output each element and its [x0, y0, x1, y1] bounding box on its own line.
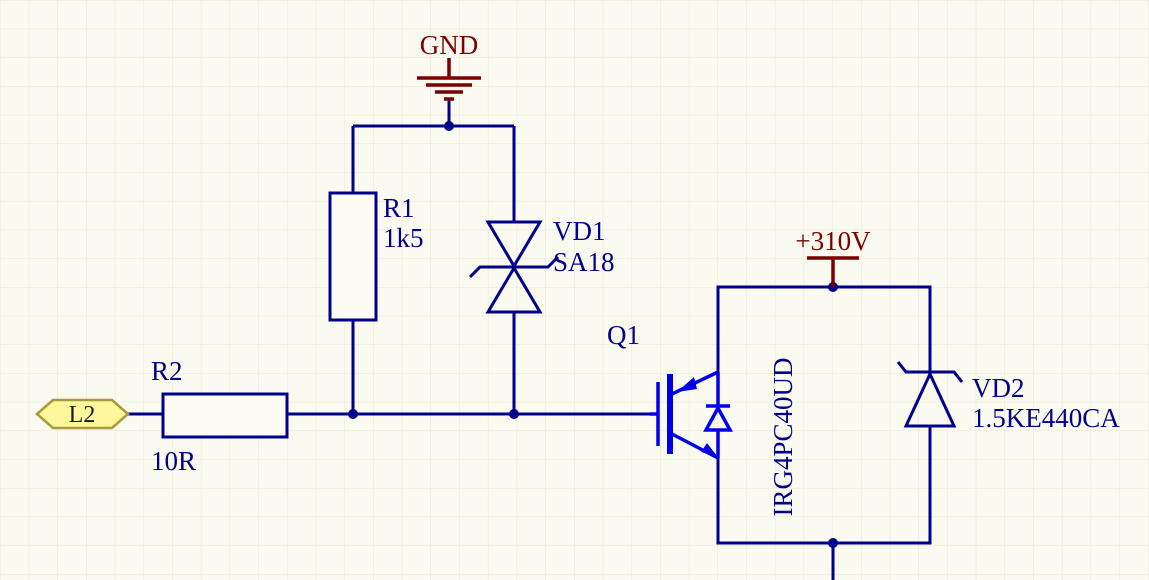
r2-value: 10R	[151, 446, 196, 476]
gnd-power-port[interactable]: GND	[417, 30, 481, 101]
wire-collector-net[interactable]	[716, 285, 932, 372]
resistor-r2[interactable]: R2 10R	[151, 356, 289, 476]
tvs-diode-vd2[interactable]: VD2 1.5KE440CA	[896, 361, 1120, 433]
junction-dot	[444, 121, 454, 131]
igbt-q1[interactable]: Q1 IRG4PC40UD	[607, 320, 798, 517]
vd2-value: 1.5KE440CA	[972, 403, 1120, 433]
v310-power-port[interactable]: +310V	[795, 226, 871, 287]
port-shape[interactable]	[35, 398, 130, 430]
diode-triangle-icon[interactable]	[903, 370, 957, 428]
igbt-emitter-arrow-icon	[701, 443, 717, 456]
v310-label: +310V	[795, 226, 871, 256]
wire-gnd-net[interactable]	[351, 99, 516, 222]
tvs-bottom-triangle-icon[interactable]	[485, 265, 543, 314]
vd1-value: SA18	[553, 247, 615, 277]
r1-designator: R1	[383, 193, 415, 223]
resistor-r1[interactable]: R1 1k5	[328, 191, 424, 322]
junction-dot	[348, 409, 358, 419]
tvs-top-triangle-icon[interactable]	[485, 220, 543, 269]
vd1-designator: VD1	[553, 216, 606, 246]
gnd-label: GND	[420, 30, 479, 60]
ground-icon	[417, 58, 481, 101]
port-l2[interactable]: L2	[35, 398, 130, 430]
junction-dot	[828, 538, 838, 548]
junction-dot	[509, 409, 519, 419]
q1-designator: Q1	[607, 320, 640, 350]
tvs-bar-icon	[468, 255, 560, 279]
wire-emitter-net[interactable]	[716, 426, 932, 580]
resistor-body[interactable]	[161, 392, 289, 439]
tvs-diode-vd1[interactable]: VD1 SA18	[468, 216, 615, 314]
q1-value: IRG4PC40UD	[768, 357, 798, 516]
resistor-body[interactable]	[328, 191, 378, 322]
r1-value: 1k5	[383, 223, 424, 253]
port-l2-label: L2	[69, 402, 96, 428]
wire-gate-net[interactable]	[128, 312, 650, 416]
copack-diode-triangle-icon	[703, 404, 733, 432]
igbt-arrow-icon	[677, 377, 697, 392]
r2-designator: R2	[151, 356, 183, 386]
vd2-designator: VD2	[972, 373, 1025, 403]
power-bar-icon	[807, 256, 859, 287]
